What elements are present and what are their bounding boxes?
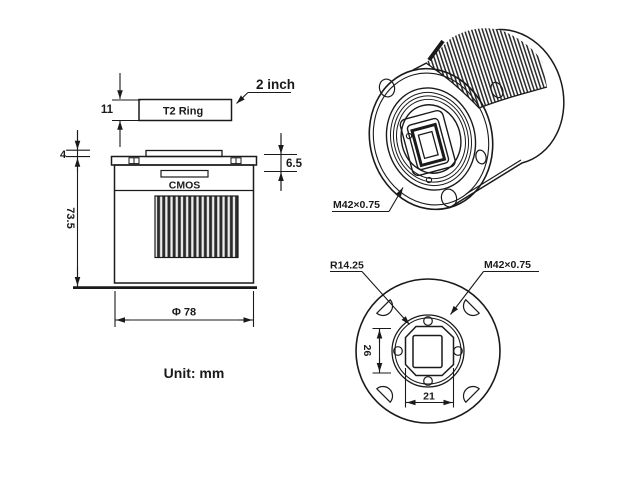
sensor-assembly-3d bbox=[399, 109, 456, 177]
radius-leader bbox=[330, 270, 410, 325]
thread-leader-front bbox=[450, 270, 539, 315]
side-view bbox=[66, 130, 297, 327]
body-silhouette-3d bbox=[412, 28, 565, 209]
rim-notch bbox=[462, 298, 481, 317]
flange-screw-hole-3d bbox=[405, 132, 413, 140]
flange-notch-3d bbox=[378, 78, 396, 98]
front-flange-3d bbox=[368, 67, 494, 211]
dim-6-5-label: 6.5 bbox=[286, 158, 303, 170]
rim-notch bbox=[375, 298, 394, 317]
thread-label-3d: M42×0.75 bbox=[333, 199, 380, 211]
flange-notch-3d bbox=[490, 81, 504, 99]
two-inch-label: 2 inch bbox=[256, 77, 295, 92]
screw-hole bbox=[423, 316, 433, 326]
dimension-body-diameter bbox=[114, 291, 255, 327]
dimension-ring-thickness bbox=[112, 73, 141, 147]
thread-leader-3d bbox=[332, 187, 404, 213]
thread-circle-inner bbox=[394, 317, 462, 385]
t2-ring-outline bbox=[138, 98, 233, 122]
perspective-view bbox=[332, 28, 565, 213]
dim-4-label: 4 bbox=[60, 149, 67, 161]
dimension-opening-height bbox=[372, 327, 391, 374]
dimension-plate-and-height bbox=[66, 130, 90, 287]
screw-hole bbox=[423, 376, 433, 386]
dim-21-label: 21 bbox=[423, 391, 435, 403]
rim-notch bbox=[462, 385, 481, 404]
dimension-top-section bbox=[264, 133, 297, 191]
cmos-slot bbox=[160, 169, 209, 178]
two-inch-leader bbox=[236, 91, 291, 104]
t2-ring-label: T2 Ring bbox=[163, 106, 203, 118]
flange-notch-3d bbox=[440, 188, 458, 208]
dimension-opening-width bbox=[404, 368, 455, 408]
cmos-label: CMOS bbox=[169, 180, 201, 192]
heatsink-fins-3d bbox=[426, 28, 547, 108]
flange-screw-hole-3d bbox=[425, 176, 433, 184]
dim-diameter-label: Φ 78 bbox=[172, 307, 196, 319]
camera-body-outline bbox=[113, 164, 255, 284]
radius-label: R14.25 bbox=[330, 260, 364, 272]
dim-73-5-label: 73.5 bbox=[64, 207, 76, 228]
thread-circle-outer bbox=[391, 314, 465, 388]
screw-hole bbox=[393, 346, 403, 356]
sensor-opening-octagon bbox=[404, 325, 455, 377]
dim-26-label: 26 bbox=[361, 345, 373, 357]
unit-note: Unit: mm bbox=[164, 365, 225, 381]
thread-label-front: M42×0.75 bbox=[484, 259, 531, 271]
flange-notch-3d bbox=[475, 149, 487, 165]
t2-ring-view bbox=[112, 73, 291, 147]
heatsink-fins-side bbox=[154, 195, 239, 259]
sensor-window bbox=[412, 334, 443, 369]
dim-11-label: 11 bbox=[101, 104, 114, 116]
flange-outer-circle bbox=[355, 278, 501, 424]
rim-notch bbox=[375, 385, 394, 404]
front-view bbox=[330, 270, 539, 424]
